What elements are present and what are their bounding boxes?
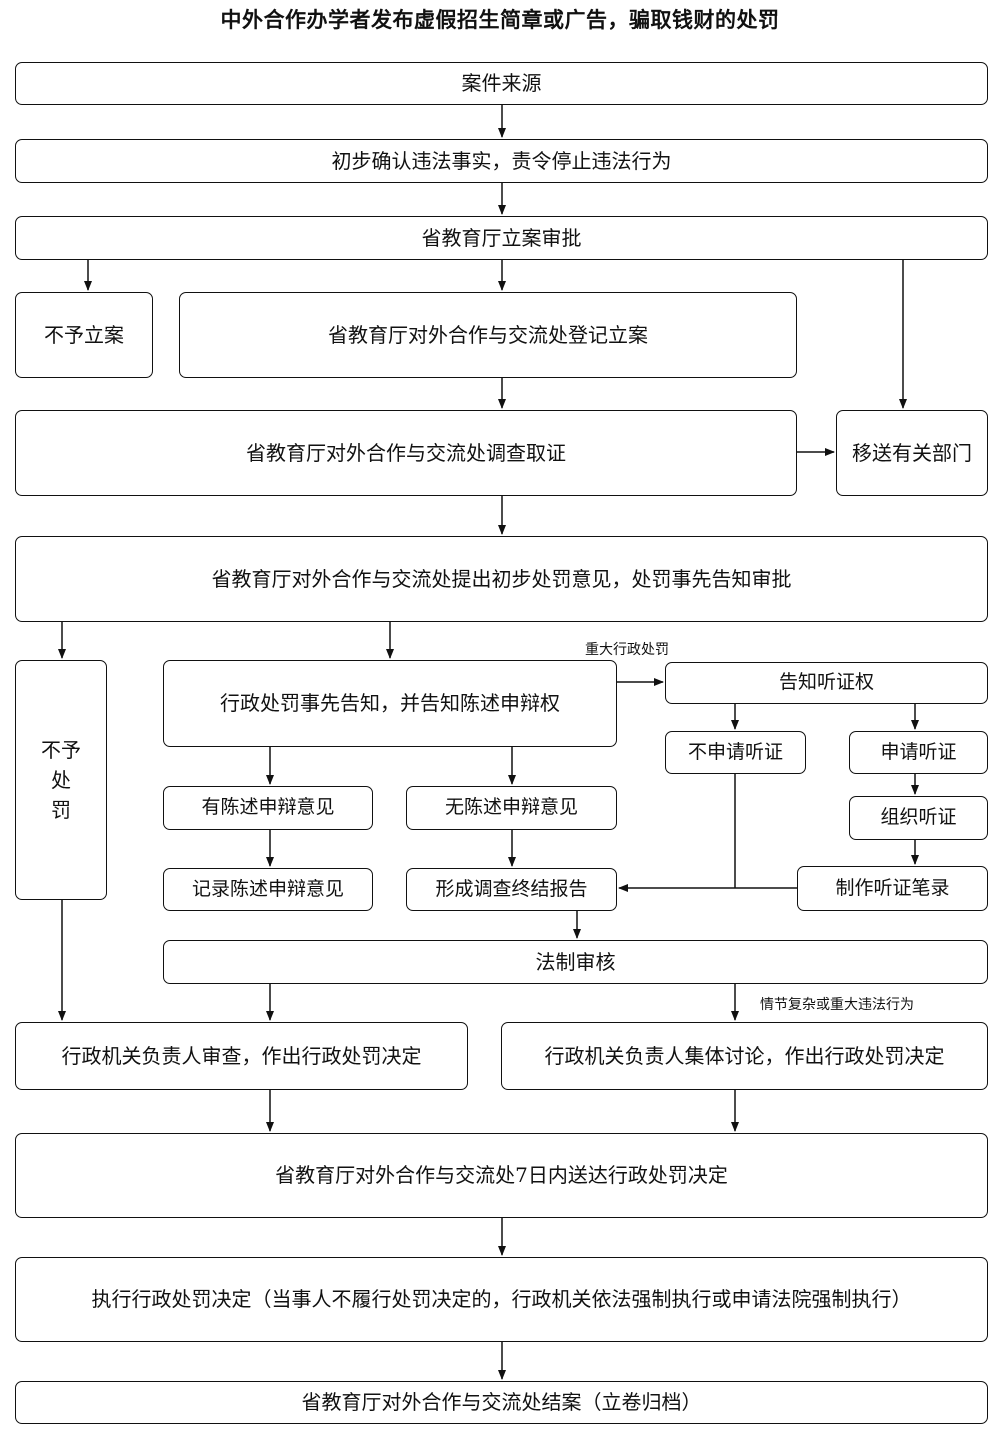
node-hearing-request: 申请听证 <box>849 731 988 774</box>
node-no-filing: 不予立案 <box>15 292 153 378</box>
note-complex-case: 情节复杂或重大违法行为 <box>760 997 914 1013</box>
node-final-report: 形成调查终结报告 <box>406 868 617 911</box>
node-no-defense: 无陈述申辩意见 <box>406 786 617 830</box>
node-no-penalty: 不予处 罚 <box>15 660 107 900</box>
node-preliminary-opinion: 省教育厅对外合作与交流处提出初步处罚意见，处罚事先告知审批 <box>15 536 988 622</box>
node-organize-hearing: 组织听证 <box>849 796 988 840</box>
node-no-hearing-request: 不申请听证 <box>665 731 806 774</box>
node-hearing-right: 告知听证权 <box>665 662 988 704</box>
node-case-source: 案件来源 <box>15 62 988 105</box>
node-head-review: 行政机关负责人审查，作出行政处罚决定 <box>15 1022 468 1090</box>
node-collective-discussion: 行政机关负责人集体讨论，作出行政处罚决定 <box>501 1022 988 1090</box>
node-transfer: 移送有关部门 <box>836 410 988 496</box>
node-close-case: 省教育厅对外合作与交流处结案（立卷归档） <box>15 1381 988 1424</box>
node-has-defense: 有陈述申辩意见 <box>163 786 373 830</box>
node-legal-review: 法制审核 <box>163 940 988 984</box>
node-execute-decision: 执行行政处罚决定（当事人不履行处罚决定的，行政机关依法强制执行或申请法院强制执行… <box>15 1257 988 1342</box>
node-prior-notice: 行政处罚事先告知，并告知陈述申辩权 <box>163 660 617 747</box>
node-investigate: 省教育厅对外合作与交流处调查取证 <box>15 410 797 496</box>
node-hearing-record: 制作听证笔录 <box>797 866 988 911</box>
note-major-penalty: 重大行政处罚 <box>585 642 669 658</box>
no-penalty-line2: 罚 <box>51 798 71 822</box>
node-record-defense: 记录陈述申辩意见 <box>163 868 373 911</box>
node-deliver-decision: 省教育厅对外合作与交流处7日内送达行政处罚决定 <box>15 1133 988 1218</box>
node-register-case: 省教育厅对外合作与交流处登记立案 <box>179 292 797 378</box>
no-penalty-line1: 不予处 <box>41 738 81 792</box>
node-filing-approval: 省教育厅立案审批 <box>15 216 988 260</box>
node-confirm-violation: 初步确认违法事实，责令停止违法行为 <box>15 139 988 183</box>
page-title: 中外合作办学者发布虚假招生简章或广告，骗取钱财的处罚 <box>220 7 780 32</box>
